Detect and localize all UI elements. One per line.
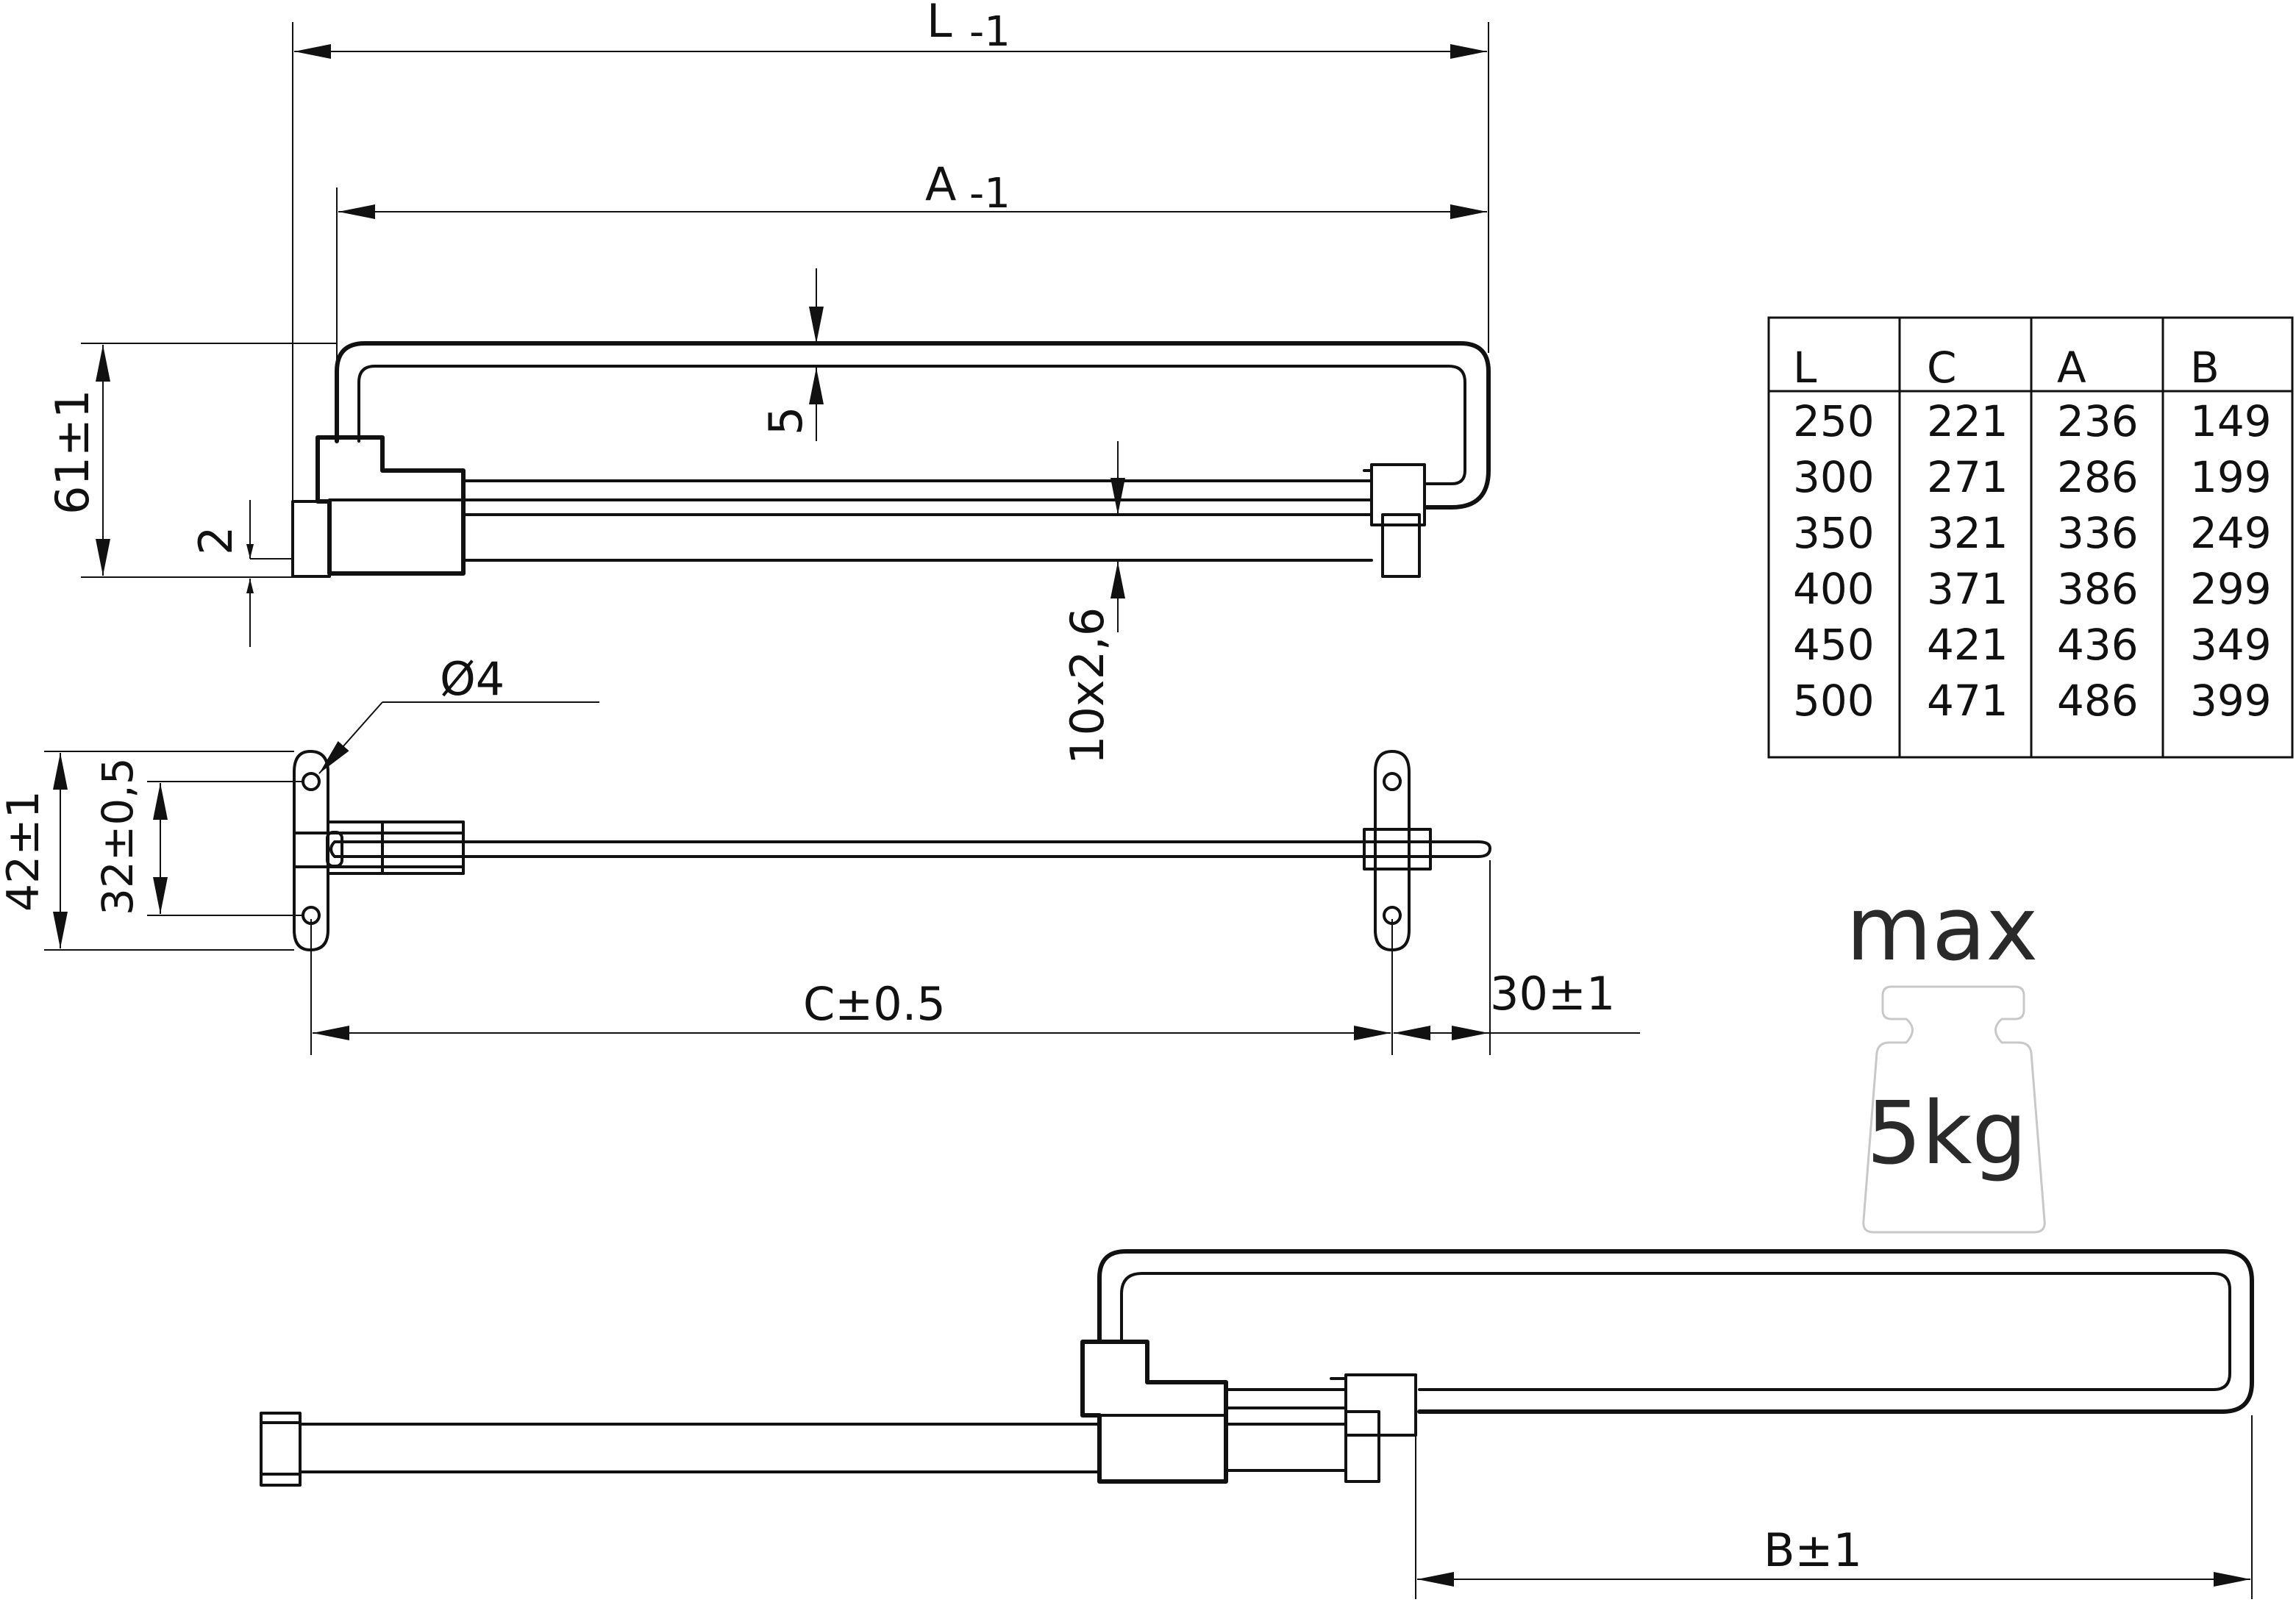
table-header-c: C: [1927, 343, 1957, 393]
table-header-b: B: [2190, 343, 2220, 393]
table-cell: 400: [1793, 564, 1875, 614]
extension-dimension: B±1: [1764, 1523, 1862, 1577]
table-cell: 421: [1927, 620, 2008, 670]
table-cell: 236: [2057, 396, 2139, 446]
hole-diameter: Ø4: [440, 652, 505, 706]
table-cell: 221: [1927, 396, 2008, 446]
table-cell: 386: [2057, 564, 2139, 614]
table-header-a: A: [2057, 343, 2086, 393]
table-cell: 336: [2057, 508, 2139, 558]
overall-length-label: L: [927, 0, 952, 48]
rod-dimension: 10x2,6: [1060, 607, 1114, 765]
table-cell: 471: [1927, 676, 2008, 726]
load-label: max: [1846, 879, 2038, 981]
table-header-l: L: [1793, 343, 1817, 393]
size-table: L C A B 250 221 236 149 300 271 286 199 350 321 336 249…: [1767, 316, 2294, 759]
base-offset-dimension: 2: [189, 526, 243, 555]
table-cell: 149: [2190, 396, 2272, 446]
table-cell: 350: [1793, 508, 1875, 558]
table-cell: 371: [1927, 564, 2008, 614]
overhang-dimension: 30±1: [1490, 967, 1615, 1020]
plan-view: Ø4 42±1 32±0,5 C±0.5 30±1: [0, 652, 1640, 1055]
height-dimension: 61±1: [46, 390, 99, 515]
table-cell: 250: [1793, 396, 1875, 446]
side-view: L -1 A -1 61±1 2: [46, 0, 1491, 765]
mount-distance-dimension: C±0.5: [803, 977, 946, 1031]
extended-view: B±1: [260, 1249, 2254, 1599]
load-value: 5kg: [1867, 1082, 2027, 1184]
rail-length-tol: -1: [969, 170, 1010, 218]
table-cell: 321: [1927, 508, 2008, 558]
table-cell: 199: [2190, 452, 2272, 502]
table-cell: 349: [2190, 620, 2272, 670]
bracket-height-dimension: 42±1: [0, 790, 49, 912]
overall-length-tol: -1: [969, 8, 1010, 56]
table-cell: 271: [1927, 452, 2008, 502]
rail-length-label: A: [925, 157, 956, 211]
hole-spacing-dimension: 32±0,5: [93, 757, 143, 915]
table-cell: 500: [1793, 676, 1875, 726]
gap-dimension: 5: [759, 407, 813, 435]
table-cell: 299: [2190, 564, 2272, 614]
table-cell: 436: [2057, 620, 2139, 670]
table-cell: 486: [2057, 676, 2139, 726]
table-cell: 286: [2057, 452, 2139, 502]
table-cell: 300: [1793, 452, 1875, 502]
table-cell: 399: [2190, 676, 2272, 726]
table-cell: 249: [2190, 508, 2272, 558]
table-cell: 450: [1793, 620, 1875, 670]
load-weight-icon: max 5kg: [1846, 879, 2046, 1234]
